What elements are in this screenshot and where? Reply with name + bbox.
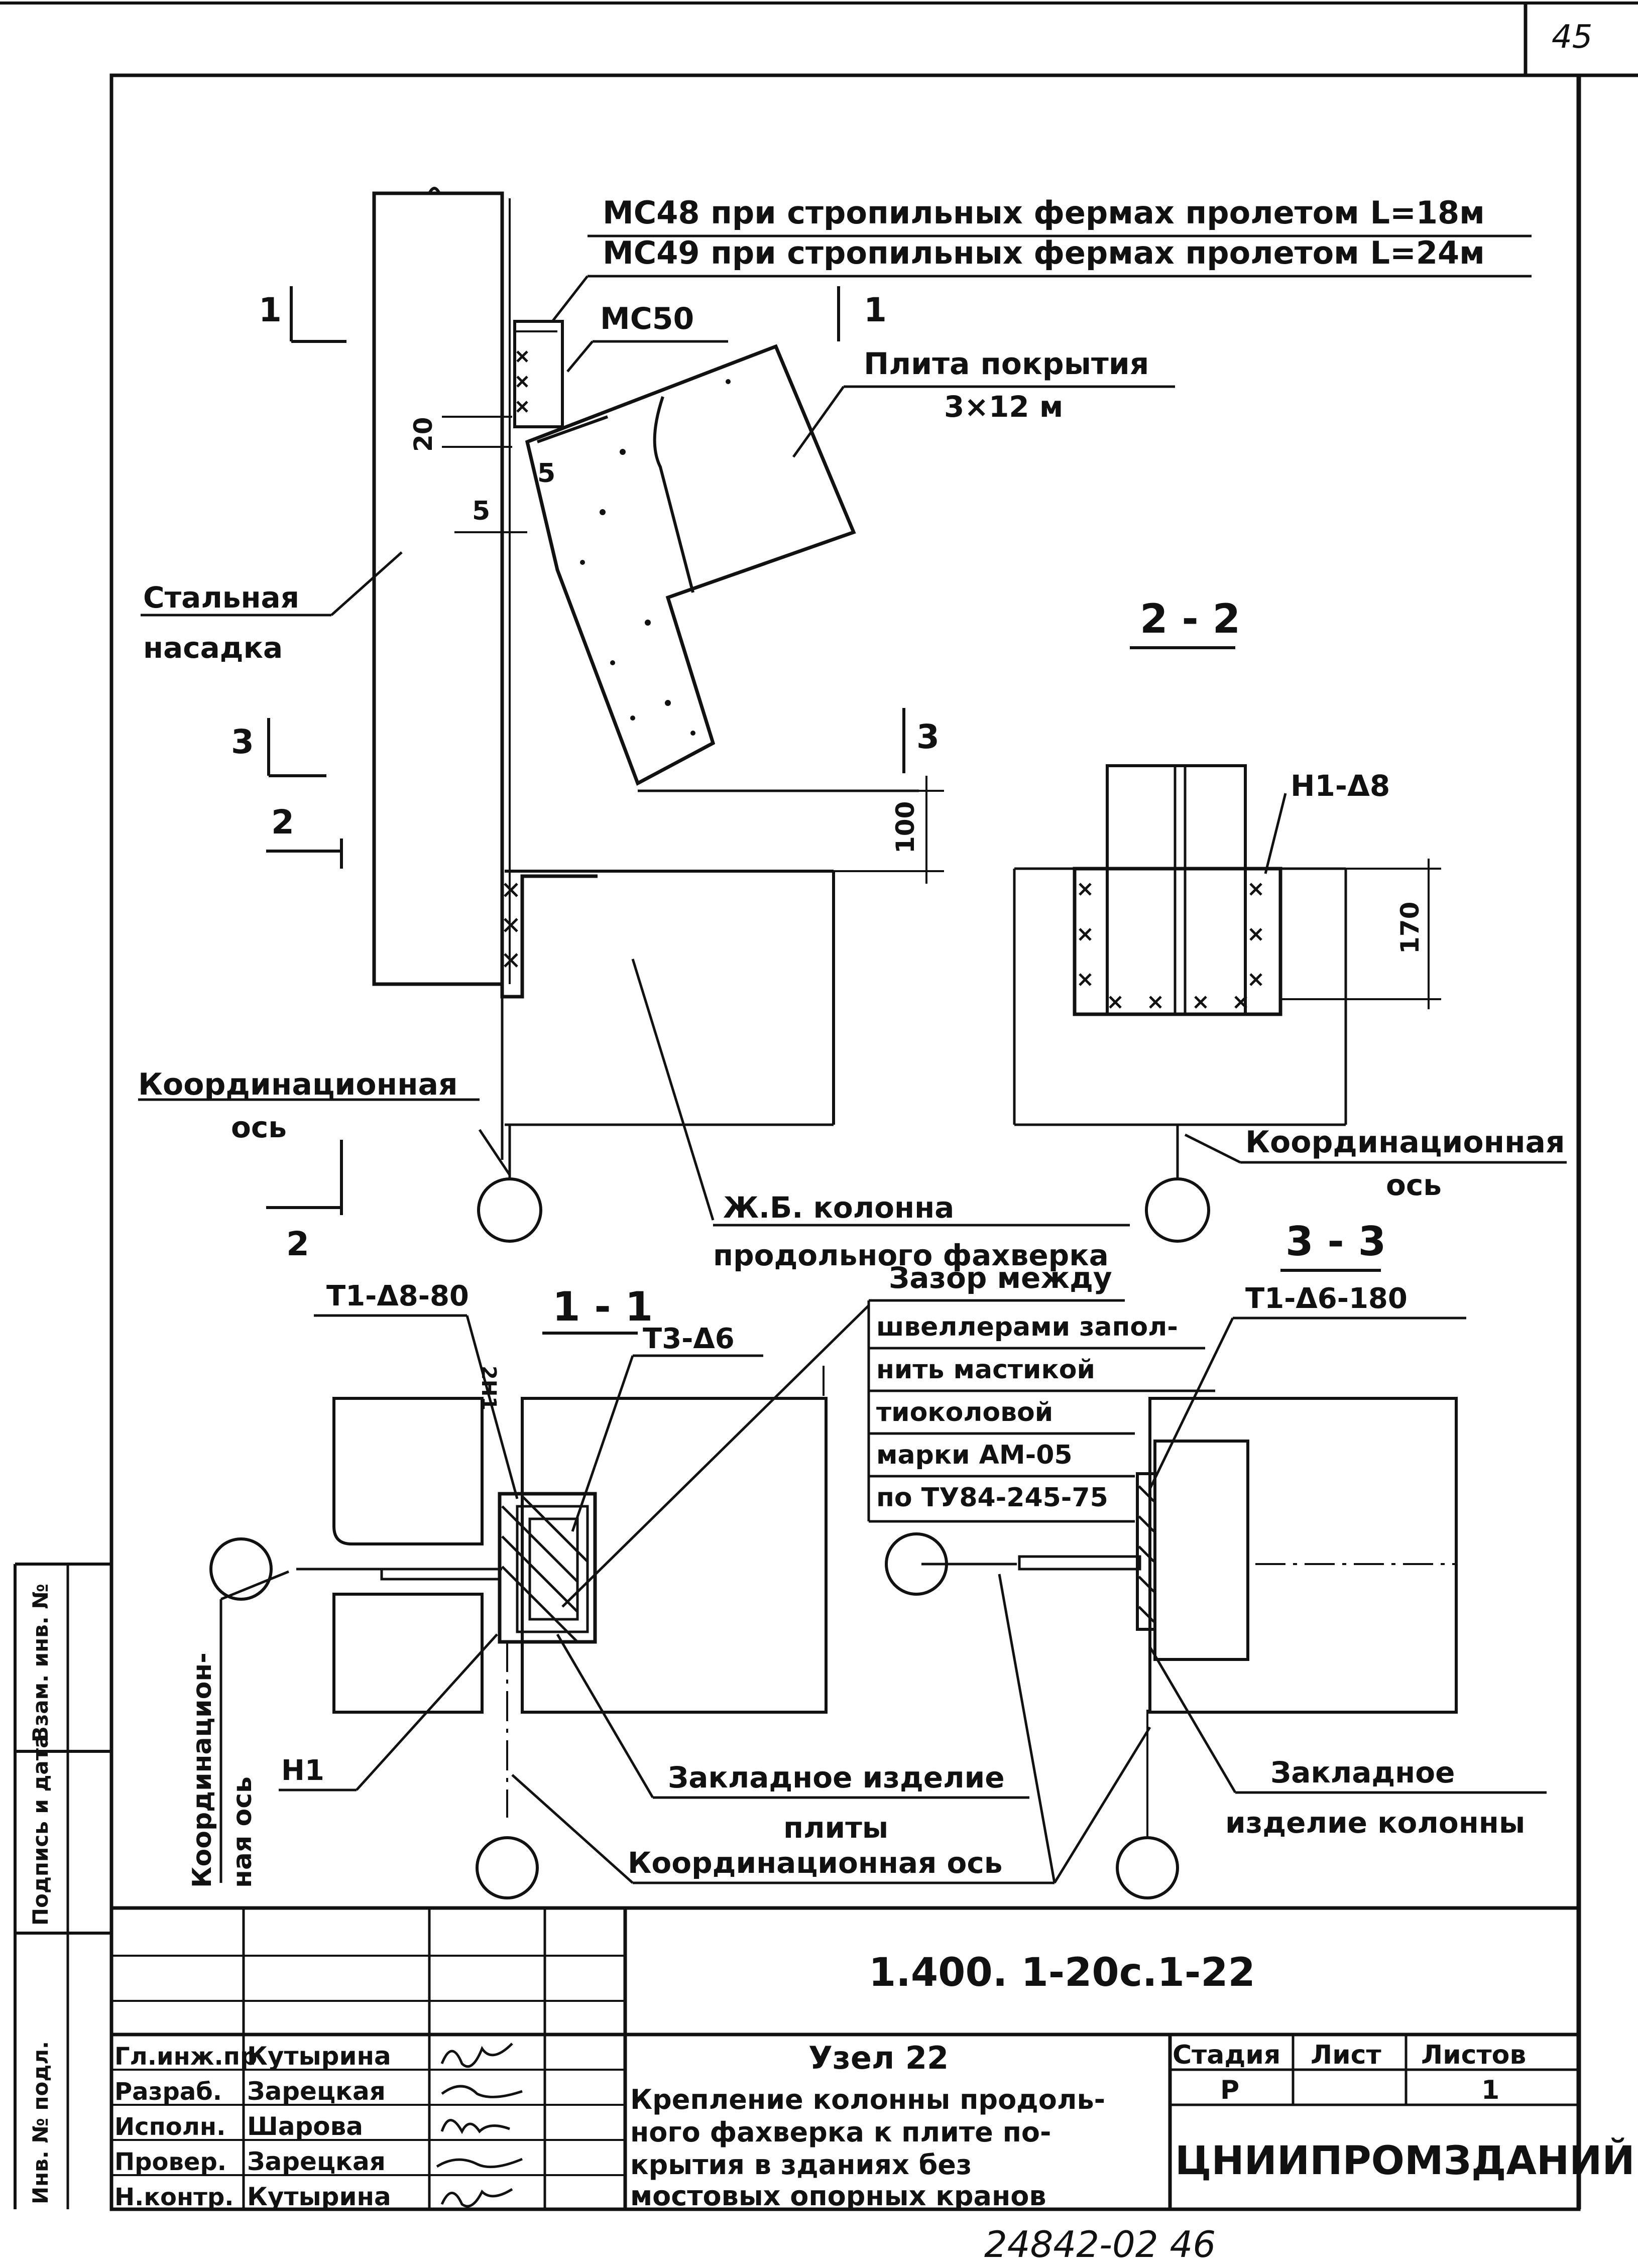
section-3-3-title: 3 - 3: [1285, 1218, 1386, 1265]
cut-1-right: 1: [864, 291, 887, 329]
sheets-header: Листов: [1421, 2040, 1526, 2070]
weld-marks: [516, 350, 528, 413]
main-elevation: МС48 при стропильных фермах пролетом L=1…: [138, 187, 1532, 1272]
plita-size: 3×12 м: [944, 390, 1063, 424]
stage-value: Р: [1220, 2075, 1239, 2105]
signatures: [436, 2043, 523, 2208]
coord-vertical-1: Координацион-: [187, 1652, 217, 1888]
document-code: 1.400. 1-20с.1-22: [869, 1950, 1255, 1995]
description-0: Крепление колонны продоль-: [630, 2084, 1105, 2115]
dim-20: 20: [409, 417, 438, 452]
cut-3-left: 3: [231, 723, 254, 761]
bottom-number: 24842-02 46: [984, 2223, 1216, 2265]
section-3-3: 3 - 3 Т1-Δ6-180 Закладное изделие колонн…: [885, 1218, 1547, 1899]
cut-2-top: 2: [271, 803, 294, 842]
gap-note-5: по ТУ84-245-75: [876, 1483, 1108, 1513]
coord-axis-2b: ось: [1386, 1168, 1442, 1202]
center-labels: Закладное изделие плиты Координационная …: [511, 1574, 1151, 1884]
steel-cap-1: Стальная: [143, 580, 299, 615]
cut-1-left: 1: [259, 291, 282, 329]
embed-slab-2: плиты: [783, 1811, 888, 1845]
section-2-2: 2 - 2 Н1-Δ8 170 Координационная ось: [1013, 595, 1567, 1243]
mc49-label: МС49 при стропильных фермах пролетом L=2…: [603, 234, 1485, 271]
two-n1-label: 2Н1: [477, 1366, 500, 1410]
vzam-label: Взам. инв. №: [28, 1584, 53, 1742]
gap-note-3: тиоколовой: [876, 1397, 1053, 1427]
node-title: Узел 22: [808, 2040, 949, 2076]
cut-2-bottom: 2: [286, 1225, 309, 1263]
section-1-1-title: 1 - 1: [552, 1283, 653, 1330]
section-2-2-title: 2 - 2: [1140, 595, 1240, 642]
coord-axis-2: Координационная: [1245, 1125, 1565, 1160]
stage-header: Стадия: [1173, 2040, 1280, 2070]
description-1: ного фахверка к плите по-: [630, 2116, 1051, 2148]
dim-5b: 5: [537, 458, 555, 489]
side-stamp: Инв. № подл. Подпись и дата Взам. инв. №: [14, 1563, 111, 2209]
embed-slab-1: Закладное изделие: [668, 1760, 1005, 1795]
t1-d8-80-label: Т1-Δ8-80: [326, 1280, 469, 1312]
cut-3-right: 3: [916, 718, 940, 756]
n1-label: Н1: [281, 1754, 324, 1787]
dim-100: 100: [891, 801, 920, 854]
h1-d8-label: Н1-Δ8: [1291, 769, 1390, 803]
gap-note: Зазор между швеллерами запол- нить масти…: [561, 1261, 1215, 1608]
steel-cap-2: насадка: [143, 631, 283, 665]
sheet-header: Лист: [1311, 2040, 1381, 2070]
mc50-label: МС50: [600, 301, 694, 336]
page-number: 45: [1552, 19, 1592, 56]
embed-col-1: Закладное: [1270, 1755, 1455, 1789]
gap-note-4: марки АМ-05: [876, 1440, 1073, 1470]
t3-d6-label: Т3-Δ6: [643, 1323, 735, 1355]
column-2: продольного фахверка: [713, 1238, 1109, 1272]
dim-5a: 5: [472, 496, 490, 526]
mc48-label: МС48 при стропильных фермах пролетом L=1…: [603, 194, 1485, 231]
gap-note-2: нить мастикой: [876, 1355, 1095, 1385]
plita-label: Плита покрытия: [864, 346, 1149, 382]
description-3: мостовых опорных кранов: [630, 2180, 1046, 2212]
name-2: Шарова: [247, 2112, 363, 2141]
name-3: Зарецкая: [247, 2147, 386, 2176]
coord-axis-1: Координационная: [138, 1067, 458, 1102]
role-1: Разраб.: [114, 2078, 222, 2106]
gap-note-0: Зазор между: [889, 1261, 1112, 1295]
role-4: Н.контр.: [114, 2183, 234, 2211]
coord-axis-1b: ось: [231, 1110, 287, 1144]
role-3: Провер.: [114, 2148, 226, 2176]
column-1: Ж.Б. колонна: [723, 1190, 954, 1225]
organization: ЦНИИПРОМЗДАНИЙ: [1175, 2137, 1635, 2184]
gap-note-1: швеллерами запол-: [876, 1312, 1178, 1342]
title-block: 1.400. 1-20с.1-22 Гл.инж.пр Разраб. Испо…: [111, 1906, 1635, 2212]
inv-podl-label: Инв. № подл.: [28, 2041, 53, 2204]
dim-170: 170: [1395, 902, 1425, 954]
embed-col-2: изделие колонны: [1225, 1806, 1525, 1840]
name-1: Зарецкая: [247, 2077, 386, 2106]
name-0: Кутырина: [247, 2042, 391, 2071]
description-2: крытия в зданиях без: [630, 2149, 972, 2181]
role-2: Исполн.: [114, 2113, 225, 2141]
t1-d6-180-label: Т1-Δ6-180: [1245, 1282, 1408, 1315]
section-1-1: 1 - 1 Т1-Δ8-80 2Н1 Т3-Δ6 Н1: [187, 1280, 828, 1899]
role-0: Гл.инж.пр: [114, 2043, 257, 2071]
name-4: Кутырина: [247, 2182, 391, 2211]
podpis-label: Подпись и дата: [28, 1734, 53, 1926]
sheets-value: 1: [1481, 2075, 1499, 2105]
coord-vertical-2: ная ось: [227, 1776, 258, 1888]
coord-axis-3: Координационная ось: [628, 1846, 1002, 1880]
